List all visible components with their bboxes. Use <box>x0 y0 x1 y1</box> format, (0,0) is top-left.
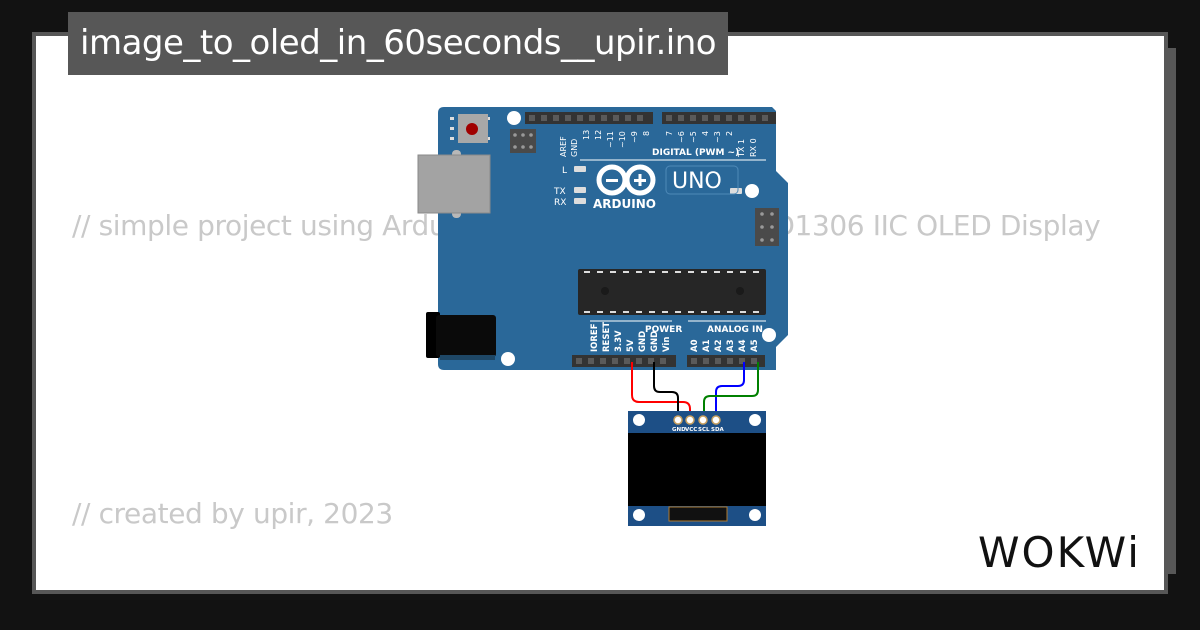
code-line <box>72 346 1100 394</box>
code-line: // created by upir, 2023 <box>72 497 393 530</box>
code-line: // simple project using Arduino UNO and … <box>72 209 1101 242</box>
wokwi-logo: WOKWi <box>978 528 1141 577</box>
code-preview-panel: // simple project using Arduino UNO and … <box>32 32 1168 594</box>
project-title: image_to_oled_in_60seconds__upir.ino <box>68 12 729 75</box>
code-listing: // simple project using Arduino UNO and … <box>72 106 1101 590</box>
code-preview-area: // simple project using Arduino UNO and … <box>36 36 1164 590</box>
